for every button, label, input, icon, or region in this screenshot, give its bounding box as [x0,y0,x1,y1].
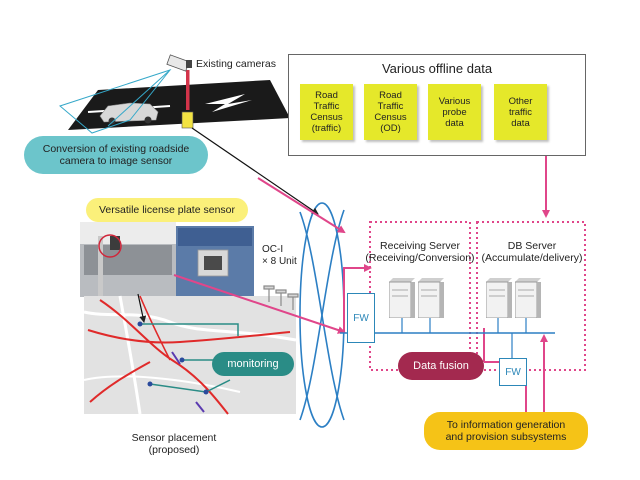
conversion-line-2: camera to image sensor [59,155,173,167]
network-ellipse [299,202,345,428]
db-server-2 [514,278,541,319]
license-plate-sensor-callout: Versatile license plate sensor [86,198,248,222]
receiving-server-label: Receiving Server (Receiving/Conversion) [365,240,475,264]
receiving-server-1 [388,278,415,319]
photo-to-map-arrow [137,293,147,323]
camera-to-network-line [191,127,319,215]
firewall-db: FW [499,358,527,386]
oci-label: OC-I × 8 Unit [262,244,297,267]
offline-data-title: Various offline data [381,61,493,76]
conversion-callout: Conversion of existing roadside camera t… [24,136,208,174]
camera-pole [186,70,190,110]
db-server-box [476,221,586,371]
info-generation-callout: To information generation and provision … [424,412,588,450]
firewall-receiving: FW [347,293,375,343]
road-illustration [58,69,290,134]
data-fusion-badge: Data fusion [398,352,484,380]
db-server-1 [485,278,512,319]
receiving-server-2 [417,278,444,319]
sensor-placement-label: Sensor placement (proposed) [131,432,217,456]
antenna-poles [263,285,299,310]
sensor-photo [80,222,176,297]
existing-cameras-label: Existing cameras [196,58,276,70]
device-photo [176,226,254,296]
conversion-line-1: Conversion of existing roadside [42,143,190,155]
camera-icon [166,54,192,72]
sensor-box [181,111,194,129]
monitoring-badge: monitoring [212,352,294,376]
db-server-label: DB Server (Accumulate/delivery) [481,240,583,264]
